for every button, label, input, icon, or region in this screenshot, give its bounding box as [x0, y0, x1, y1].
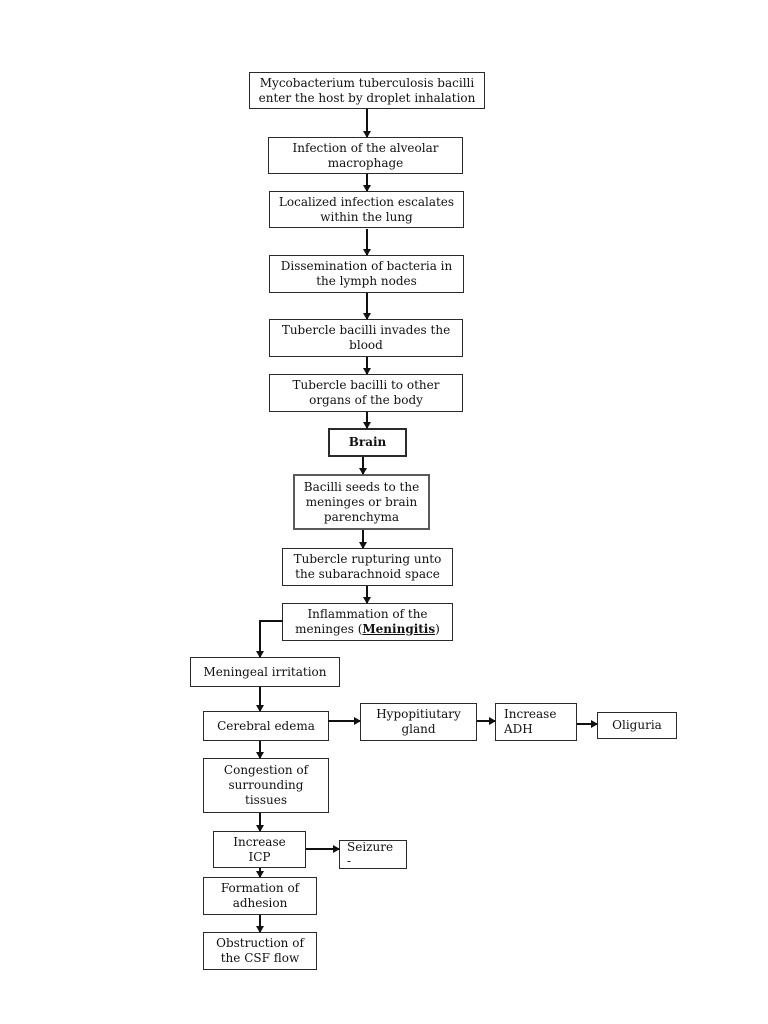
- node-label: Cerebral edema: [217, 718, 315, 733]
- arrow-macrophage-to-localized: [363, 174, 371, 192]
- node-label: Increase ICP: [233, 834, 286, 864]
- node-localized-infection: Localized infection escalates within the…: [269, 191, 464, 228]
- node-label: Obstruction of the CSF flow: [216, 936, 304, 965]
- label-suffix: ): [435, 622, 440, 636]
- node-label: Tubercle bacilli to other organs of the …: [292, 378, 440, 407]
- node-alveolar-macrophage: Infection of the alveolar macrophage: [268, 137, 463, 174]
- arrow-edema-to-hypopituitary: [328, 717, 361, 725]
- node-other-organs: Tubercle bacilli to other organs of the …: [269, 374, 463, 412]
- node-increase-adh: Increase ADH: [495, 703, 577, 741]
- node-hypopituitary-gland: Hypopitiutary gland: [360, 703, 477, 741]
- arrow-adhesion-to-obstruction: [256, 915, 264, 933]
- label-meningitis-emphasis: Meningitis: [362, 622, 436, 636]
- node-tubercle-rupturing: Tubercle rupturing unto the subarachnoid…: [282, 548, 453, 586]
- arrow-inflammation-to-irritation: [256, 620, 264, 658]
- arrow-congestion-to-icp: [256, 813, 264, 832]
- arrow-brain-to-seeds: [359, 457, 367, 475]
- node-label: Tubercle rupturing unto the subarachnoid…: [293, 552, 442, 581]
- arrow-seeds-to-rupturing: [359, 530, 367, 549]
- node-increase-icp: Increase ICP: [213, 831, 306, 868]
- node-label: Increase ADH: [504, 707, 557, 736]
- node-label: Formation of adhesion: [220, 881, 300, 910]
- node-label: Inflammation of the meninges (Meningitis…: [287, 607, 448, 637]
- label-prefix: Inflammation of the meninges (: [295, 607, 428, 636]
- arrow-blood-to-organs: [363, 357, 371, 375]
- node-seizure: Seizure -: [339, 840, 407, 869]
- node-sublabel: -: [347, 853, 352, 868]
- arrow-dissemination-to-blood: [363, 293, 371, 320]
- node-obstruction-csf-flow: Obstruction of the CSF flow: [203, 932, 317, 970]
- node-label: Dissemination of bacteria in the lymph n…: [280, 259, 453, 288]
- node-label: Congestion of surrounding tissues: [223, 763, 309, 807]
- arrow-organs-to-brain: [363, 412, 371, 429]
- arrow-irritation-to-edema: [256, 687, 264, 712]
- node-meningeal-irritation: Meningeal irritation: [190, 657, 340, 687]
- node-label: Brain: [348, 435, 387, 449]
- arrow-localized-to-dissemination: [363, 229, 371, 256]
- node-label: Mycobacterium tuberculosis bacilli enter…: [258, 75, 476, 105]
- node-label: Hypopitiutary gland: [376, 707, 461, 736]
- arrow-icp-to-adhesion: [256, 868, 264, 878]
- node-congestion-surrounding-tissues: Congestion of surrounding tissues: [203, 758, 329, 813]
- node-label: Tubercle bacilli invades the blood: [281, 323, 451, 352]
- arrow-inhalation-to-macrophage: [363, 109, 371, 138]
- node-bacilli-seeds: Bacilli seeds to the meninges or brain p…: [293, 474, 430, 530]
- node-invades-blood: Tubercle bacilli invades the blood: [269, 319, 463, 357]
- node-label: Seizure: [347, 840, 394, 855]
- node-droplet-inhalation: Mycobacterium tuberculosis bacilli enter…: [249, 72, 485, 109]
- node-label: Oliguria: [612, 718, 662, 732]
- node-oliguria: Oliguria: [597, 712, 677, 739]
- node-dissemination-lymph-nodes: Dissemination of bacteria in the lymph n…: [269, 255, 464, 293]
- arrow-adh-to-oliguria: [577, 720, 598, 728]
- elbow-inflammation-horizontal: [259, 620, 283, 622]
- node-label: Bacilli seeds to the meninges or brain p…: [303, 479, 420, 524]
- node-cerebral-edema: Cerebral edema: [203, 711, 329, 741]
- node-inflammation-meningitis: Inflammation of the meninges (Meningitis…: [282, 603, 453, 641]
- node-brain: Brain: [328, 428, 407, 457]
- arrow-rupturing-to-inflammation: [363, 586, 371, 604]
- node-label: Infection of the alveolar macrophage: [292, 140, 439, 170]
- arrow-icp-to-seizure: [306, 845, 340, 853]
- node-label: Meningeal irritation: [203, 664, 327, 679]
- node-formation-of-adhesion: Formation of adhesion: [203, 877, 317, 915]
- arrow-edema-to-congestion: [256, 741, 264, 759]
- node-label: Localized infection escalates within the…: [278, 194, 455, 224]
- arrow-hypopituitary-to-adh: [477, 717, 496, 725]
